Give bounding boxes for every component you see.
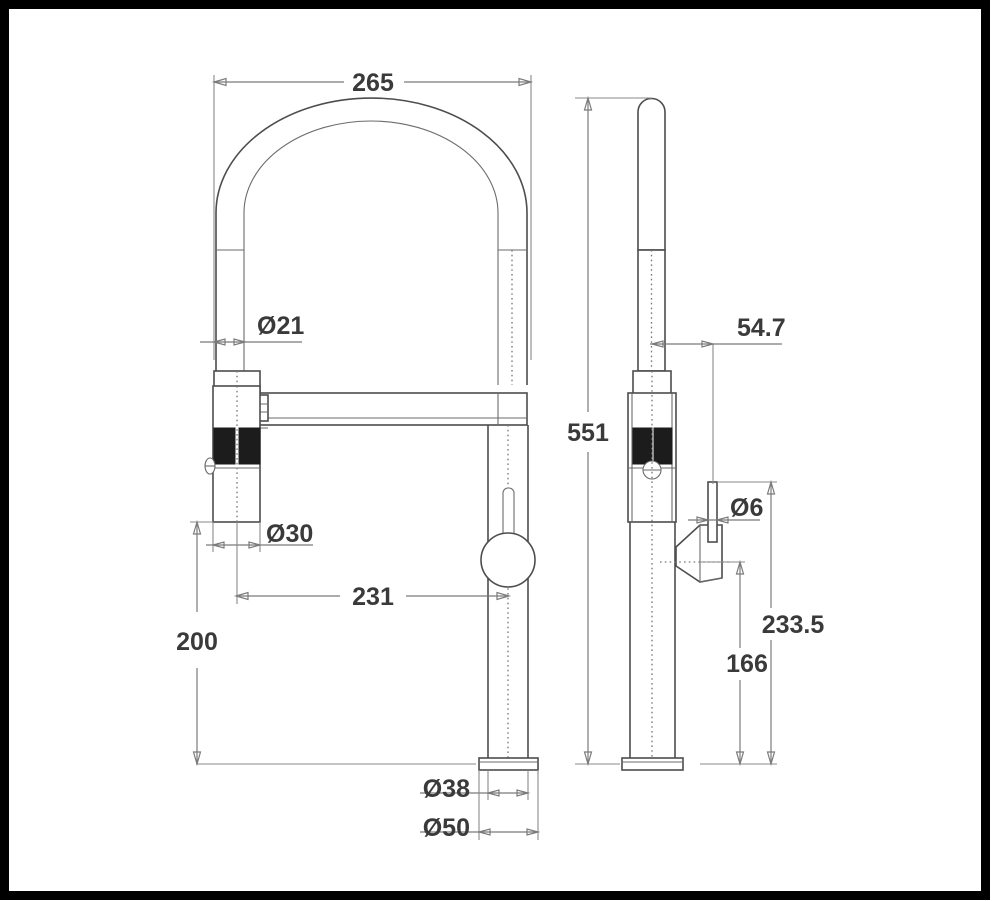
dim-d38: Ø38 <box>420 770 531 803</box>
dim-551-arrow-bottom <box>583 751 593 767</box>
dim-d50-label: Ø50 <box>423 814 470 842</box>
hose-section-side <box>637 249 666 372</box>
dim-d50: Ø50 <box>420 770 541 842</box>
riser-column-front <box>487 425 529 760</box>
side-view: 551 54.7 Ø6 <box>567 95 825 771</box>
valve-body-side <box>627 371 677 760</box>
dim-d6: Ø6 <box>688 494 763 524</box>
dim-d21-arrow-left <box>211 338 226 346</box>
dim-200-arrow-bottom <box>192 751 202 767</box>
spray-head-detail <box>480 487 536 588</box>
dim-231-arrow-left <box>233 591 249 601</box>
dim-166-label: 166 <box>726 650 768 678</box>
valve-body-front <box>204 385 261 523</box>
dim-233-5-arrow-top <box>766 479 776 495</box>
dim-233-5-arrow-bottom <box>766 751 776 767</box>
dim-265-label: 265 <box>352 69 394 97</box>
dim-166: 166 <box>700 559 768 767</box>
base-flange-front <box>478 757 539 771</box>
dim-231-label: 231 <box>352 583 394 611</box>
dim-54-7-label: 54.7 <box>737 314 786 342</box>
front-view: 265 Ø21 Ø30 <box>176 69 541 842</box>
dim-d21-label: Ø21 <box>257 312 304 340</box>
dim-166-arrow-bottom <box>735 751 745 767</box>
dim-231-arrow-right <box>496 591 512 601</box>
valve-body-dark-block-right <box>238 427 261 465</box>
dim-231: 231 <box>233 522 512 611</box>
hose-section-body <box>637 249 666 372</box>
dim-265-arrow-left <box>211 77 227 87</box>
dim-d38-arrow-right <box>516 789 531 797</box>
handle-lever-lower-edge <box>699 577 723 583</box>
dim-d50-arrow-right <box>526 828 541 836</box>
dim-d50-arrow-left <box>476 828 491 836</box>
dim-166-arrow-top <box>735 559 745 575</box>
dim-551: 551 <box>567 95 652 767</box>
dim-d30-arrow-right <box>248 541 263 549</box>
valve-body-side-dark-right <box>653 427 673 465</box>
spout-inner-profile <box>243 120 499 250</box>
dim-200-label: 200 <box>176 628 218 656</box>
dim-d6-arrow-right <box>714 516 729 524</box>
dim-d21-arrow-right <box>233 338 248 346</box>
dim-265: 265 <box>211 69 534 360</box>
dim-54-7-arrow-left <box>649 340 664 348</box>
base-flange-side <box>621 757 684 771</box>
dim-d30-label: Ø30 <box>266 520 313 548</box>
dim-233-5-label: 233.5 <box>762 611 825 639</box>
dim-551-arrow-top <box>583 95 593 111</box>
dim-54-7-arrow-right <box>701 340 716 348</box>
dim-551-label: 551 <box>567 419 609 447</box>
dim-d6-label: Ø6 <box>730 494 763 522</box>
spout-tube-side-body <box>637 97 666 251</box>
dim-233-5: 233.5 <box>700 479 825 767</box>
base-flange-body <box>478 757 539 771</box>
dim-d38-arrow-left <box>485 789 500 797</box>
dim-265-arrow-right <box>518 77 534 87</box>
dim-200: 200 <box>176 519 476 767</box>
spray-head-button <box>480 532 536 588</box>
dim-54-7: 54.7 <box>649 314 786 484</box>
valve-body-side-dark-left <box>632 427 653 465</box>
spout-gooseneck <box>215 97 528 385</box>
dim-d30-arrow-left <box>210 541 225 549</box>
dim-d38-label: Ø38 <box>423 775 470 803</box>
dim-d6-arrow-left <box>696 516 711 524</box>
dim-d21: Ø21 <box>200 312 304 346</box>
swivel-arm <box>213 392 528 429</box>
spout-outer-profile <box>215 97 528 250</box>
handle-lever-pin <box>707 481 718 543</box>
base-flange-side-body <box>621 757 684 771</box>
valve-body-dark-block-left <box>213 427 236 465</box>
dim-d30: Ø30 <box>206 520 313 552</box>
dim-200-arrow-top <box>192 519 202 535</box>
